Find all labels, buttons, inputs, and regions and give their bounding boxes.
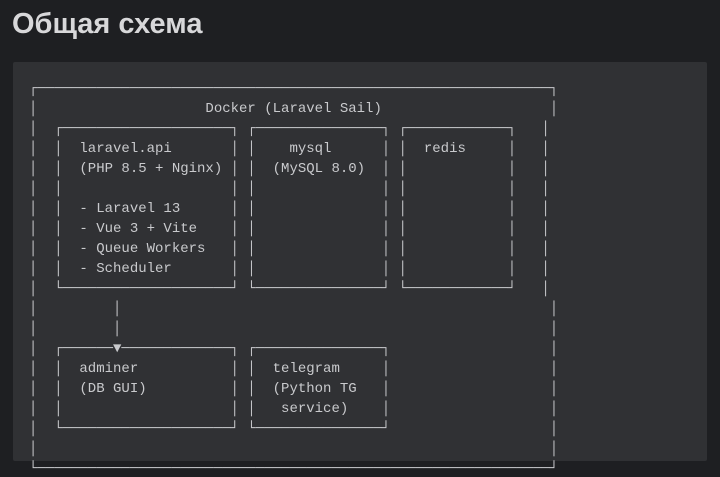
page-title: Общая схема — [12, 8, 203, 40]
ascii-architecture-diagram: ┌───────────────────────────────────────… — [29, 81, 559, 477]
code-block-panel: ┌───────────────────────────────────────… — [13, 62, 707, 477]
